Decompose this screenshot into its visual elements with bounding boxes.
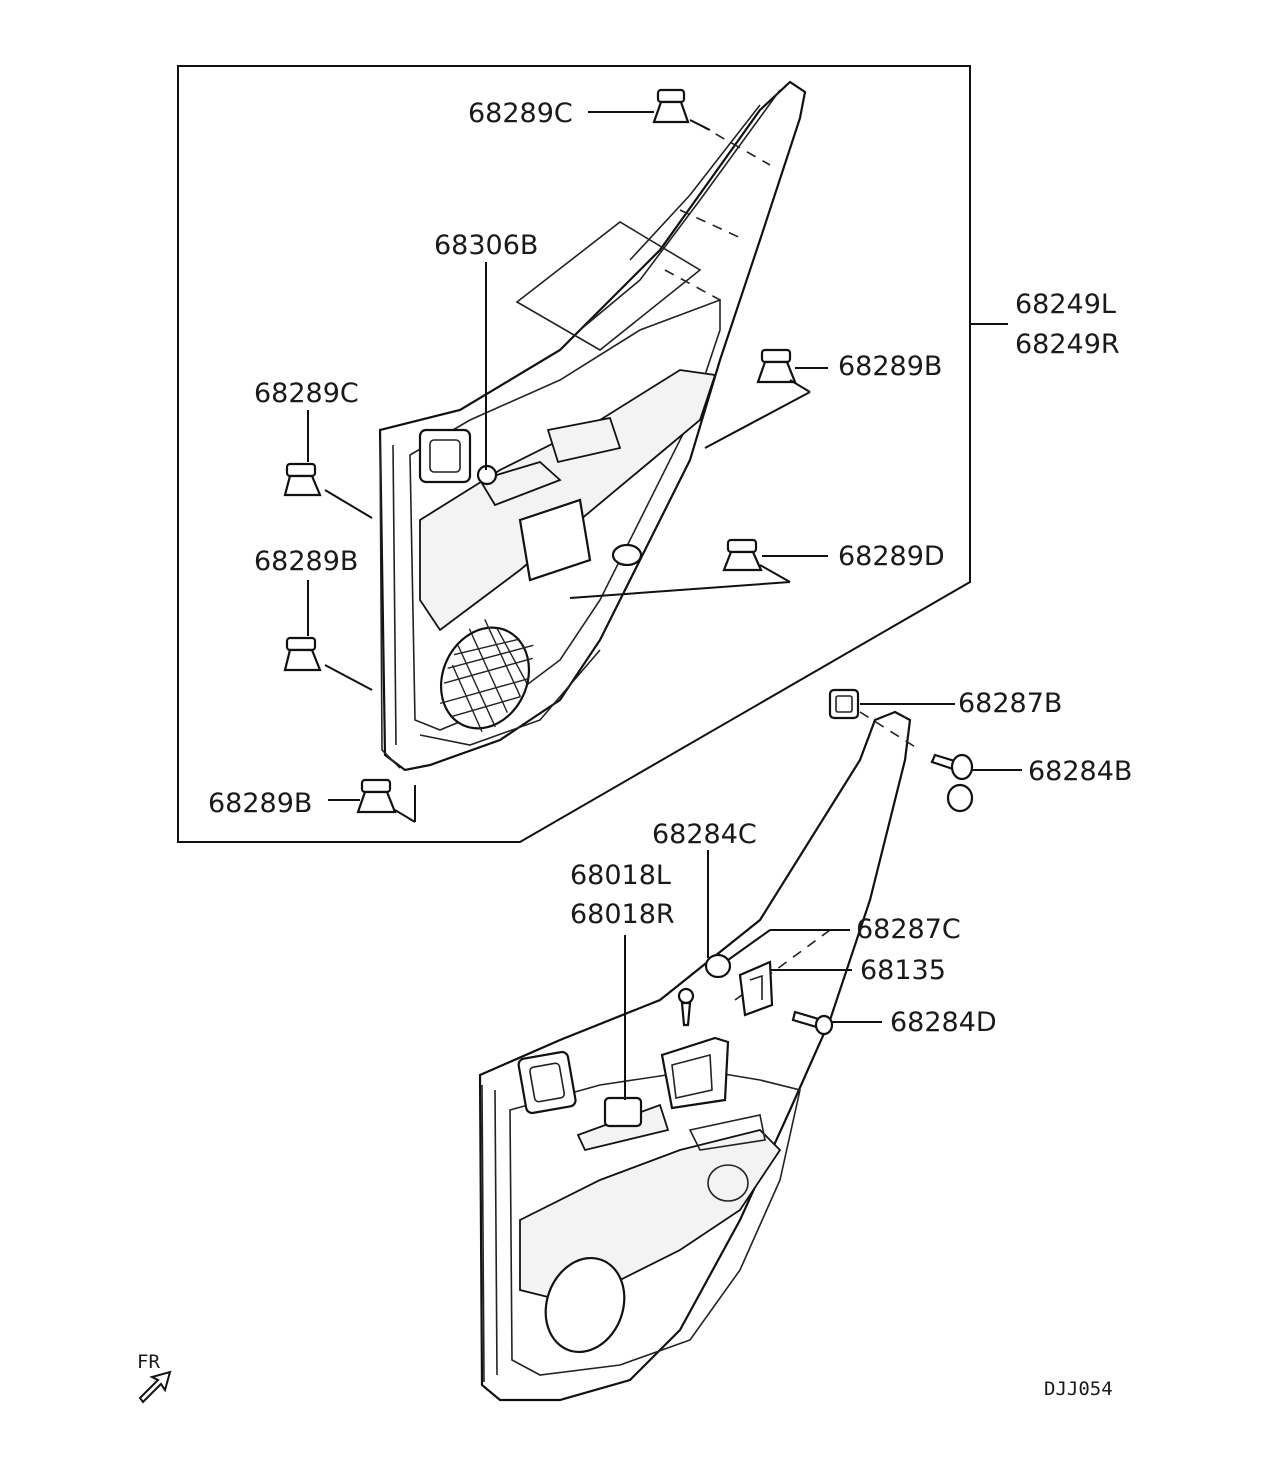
fastener-icon: [704, 688, 860, 1017]
leader-lines-lower: [624, 703, 1022, 1100]
label-clip-right-lower: 68289D: [838, 541, 945, 572]
label-switch-cover: 68306B: [434, 230, 538, 261]
label-fastener-c: 68287C: [856, 914, 961, 945]
label-fastener-a: 68287B: [958, 688, 1062, 719]
leader-lines-upper: [307, 111, 828, 823]
lower-door-trim-panel: [478, 710, 921, 1402]
label-direction: FR: [137, 1351, 160, 1373]
label-screw-d: 68284D: [890, 1007, 997, 1038]
screw-icon: [677, 753, 974, 1036]
label-trim-panel-l: 68249L: [1015, 289, 1116, 320]
label-clip-left-upper: 68289C: [254, 378, 359, 409]
label-screw-c: 68284C: [652, 819, 757, 850]
label-clip-left-lower: 68289B: [254, 546, 358, 577]
label-bracket: 68135: [860, 955, 946, 986]
assembly-frame: [177, 65, 971, 843]
label-bezel-l: 68018L: [570, 860, 671, 891]
label-trim-panel-r: 68249R: [1015, 329, 1120, 360]
clip-icon: [283, 88, 797, 814]
label-clip-top: 68289C: [468, 98, 573, 129]
label-clip-bottom: 68289B: [208, 788, 312, 819]
label-clip-right-upper: 68289B: [838, 351, 942, 382]
front-direction-arrow-icon: [138, 1370, 172, 1404]
label-screw-a: 68284B: [1028, 756, 1132, 787]
label-bezel-r: 68018R: [570, 899, 675, 930]
upper-door-trim-panel: [378, 80, 807, 772]
label-figure-code: DJJ054: [1044, 1378, 1113, 1400]
